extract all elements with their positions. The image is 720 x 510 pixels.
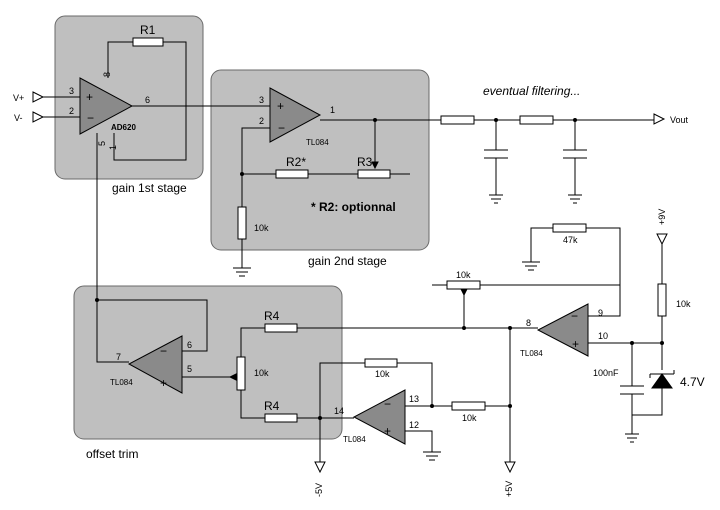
eventual-filtering-label: eventual filtering... [483,84,580,98]
svg-text:−: − [571,309,578,323]
r47k-ground [522,261,540,271]
vplus-port [32,91,45,103]
ad620-opamp [79,77,134,135]
offset-trim: − + TL084 7 6 5 10k R4 R4 [95,298,505,423]
svg-text:−: − [160,344,167,358]
gain2-ground [233,267,251,277]
gain-1st-stage-label: gain 1st stage [112,181,187,195]
svg-text:5: 5 [97,141,107,146]
r4-bottom-label: R4 [264,399,280,413]
r3-resistor [357,169,391,179]
r4-bottom-resistor [264,413,298,423]
plus9v-port [656,233,668,246]
r47k-resistor [552,223,587,233]
plus9v-label: +9V [657,209,667,225]
svg-text:5: 5 [187,364,192,374]
filter-cap2-ground [568,194,582,204]
inverter-input-resistor [451,401,486,411]
svg-text:−: − [384,397,391,411]
reference-stage: − + TL084 8 9 10 10k 47k 100nF 4.7V 10k [432,209,705,443]
plus5v-label: +5V [504,481,514,497]
opamp-minus-sign: − [87,111,94,125]
r1-label: R1 [140,23,156,37]
svg-text:6: 6 [145,95,150,105]
gain2-opamp [269,87,322,143]
svg-text:7: 7 [116,352,121,362]
svg-text:6: 6 [187,340,192,350]
reference-tl084-label: TL084 [520,349,543,358]
vout-port [653,113,666,125]
svg-text:1: 1 [330,105,335,115]
svg-text:8: 8 [102,72,112,77]
svg-text:+: + [160,376,167,390]
ad620-stage: V+ V- 3 2 + − AD620 R1 8 1 5 6 [13,23,187,161]
svg-text:+: + [572,337,579,351]
svg-text:1: 1 [108,145,118,150]
r3-label: R3 [357,155,373,169]
inverter-opamp [352,389,406,445]
r2-resistor [275,169,309,179]
svg-text:8: 8 [526,318,531,328]
inverter-stage: − + TL084 14 13 12 10k 10k -5V +5V [314,326,516,497]
zener-diode [651,373,673,389]
plus5v-port [504,461,516,474]
opamp-plus-sign: + [86,90,93,104]
gain2-tl084-label: TL084 [306,138,329,147]
r1-resistor [132,37,164,47]
r4-top-resistor [264,323,298,333]
svg-text:−: − [278,121,285,135]
vminus-port [32,111,45,123]
svg-text:10k: 10k [254,368,269,378]
r2-label: R2* [286,155,306,169]
minus5v-label: -5V [314,483,324,497]
inverter-ground [423,451,441,461]
filter-resistor-1 [440,115,475,125]
offset-opamp [127,335,183,394]
reference-pot [446,280,481,290]
vplus-label: V+ [13,93,24,103]
r2-optional-note: * R2: optionnal [311,200,396,214]
inverter-feedback-resistor [364,358,398,368]
inverter-tl084-label: TL084 [343,435,366,444]
ad620-label: AD620 [111,123,136,132]
svg-text:3: 3 [259,95,264,105]
offset-pot [236,356,246,391]
svg-text:10k: 10k [456,270,471,280]
gain-2nd-stage-block [210,69,430,251]
svg-text:9: 9 [598,308,603,318]
svg-text:+: + [277,99,284,113]
r4-top-label: R4 [264,309,280,323]
svg-text:10k: 10k [676,299,691,309]
reference-opamp [536,303,589,357]
cap-ground [625,433,639,443]
zener-label: 4.7V [680,375,705,389]
svg-text:+: + [384,424,391,438]
svg-text:3: 3 [69,86,74,96]
gain-2nd-stage-label: gain 2nd stage [308,254,387,268]
svg-text:13: 13 [409,394,419,404]
filter-resistor-2 [519,115,554,125]
svg-text:2: 2 [69,106,74,116]
vout-label: Vout [670,115,689,125]
offset-trim-label: offset trim [86,447,138,461]
svg-text:2: 2 [259,116,264,126]
minus5v-port [314,461,326,474]
svg-text:47k: 47k [563,235,578,245]
svg-text:10k: 10k [462,413,477,423]
gain-2nd-stage: 3 2 + − TL084 1 R2* R3 10k * R2: optionn… [233,87,410,277]
offset-tl084-label: TL084 [110,378,133,387]
svg-text:14: 14 [334,406,344,416]
zener-10k-resistor [657,283,667,317]
vminus-label: V- [14,113,23,123]
gain2-10k-resistor [237,206,247,240]
svg-text:12: 12 [409,420,419,430]
cap-100nf-label: 100nF [593,368,619,378]
svg-text:10k: 10k [375,369,390,379]
svg-text:10k: 10k [254,223,269,233]
filter-cap1-ground [489,194,503,204]
svg-text:10: 10 [598,331,608,341]
